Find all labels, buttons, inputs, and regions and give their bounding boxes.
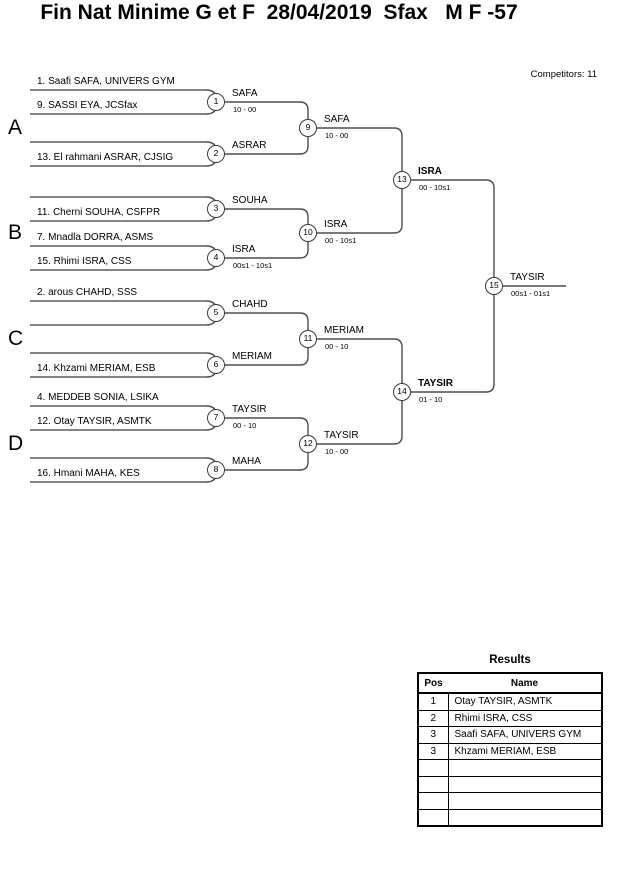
competitors-count: Competitors: 11 [530,69,597,80]
match-score: 01 - 10 [419,395,443,404]
match-circle: 10 [299,224,317,242]
match-circle: 1 [207,93,225,111]
winner-name: MAHA [232,456,261,467]
winner-name: ISRA [324,219,348,230]
table-row [417,792,603,810]
pos-cell [417,759,449,777]
name-cell: Otay TAYSIR, ASMTK [447,692,603,711]
match-score: 00 - 10 [325,342,349,351]
results-section: Results Pos Name 1 Otay TAYSIR, ASMTK 2 … [417,654,603,827]
table-row: 1 Otay TAYSIR, ASMTK [417,692,603,711]
group-label-b: B [8,221,23,244]
pos-cell [417,775,449,793]
entry-name: 13. El rahmani ASRAR, CJSIG [37,152,174,163]
results-title: Results [489,654,531,666]
match-score: 00s1 - 01s1 [511,289,551,298]
pos-cell [417,792,449,810]
winner-name: SOUHA [232,195,268,206]
page-title: Fin Nat Minime G et F 28/04/2019 Sfax M … [40,1,518,24]
match-score: 10 - 00 [233,105,257,114]
match-score: 00 - 10 [233,421,257,430]
group-label-d: D [8,432,24,455]
name-cell [447,792,603,810]
name-cell: Saafi SAFA, UNIVERS GYM [447,726,603,744]
match-circle: 9 [299,119,317,137]
results-table: Pos Name 1 Otay TAYSIR, ASMTK 2 Rhimi IS… [417,672,603,827]
pos-header: Pos [418,673,448,694]
table-row: 2 Rhimi ISRA, CSS [417,709,603,727]
winner-name: ASRAR [232,140,267,151]
match-circle: 6 [207,356,225,374]
winner-name: SAFA [324,114,350,125]
winner-name: TAYSIR [324,430,359,441]
entry-name: 2. arous CHAHD, SSS [37,287,138,298]
name-header: Name [448,673,602,694]
entry-name: 7. Mnadla DORRA, ASMS [37,232,154,243]
group-label-c: C [8,327,24,350]
winner-name: TAYSIR [232,404,267,415]
match-circle: 14 [393,383,411,401]
name-cell [447,759,603,777]
match-circle: 11 [299,330,317,348]
match-score: 00 - 10s1 [419,183,451,192]
match-circle: 2 [207,145,225,163]
winner-name: MERIAM [232,351,272,362]
entry-name: 9. SASSI EYA, JCSfax [37,100,138,111]
table-row [417,775,603,793]
match-score: 10 - 00 [325,447,349,456]
match-circle: 4 [207,249,225,267]
pos-cell: 1 [417,692,449,711]
pos-cell [417,808,449,827]
pos-cell: 2 [417,709,449,727]
winner-name: TAYSIR [418,378,454,389]
match-circle: 15 [485,277,503,295]
table-row [417,808,603,827]
match-score: 10 - 00 [325,131,349,140]
match-circle: 5 [207,304,225,322]
match-circle: 7 [207,409,225,427]
winner-name: ISRA [232,244,256,255]
match-circle: 13 [393,171,411,189]
results-header-row: Pos Name [418,673,602,694]
entry-name: 14. Khzami MERIAM, ESB [37,363,156,374]
match-score: 00 - 10s1 [325,236,357,245]
name-cell: Rhimi ISRA, CSS [447,709,603,727]
entry-name: 16. Hmani MAHA, KES [37,468,140,479]
match-circle: 8 [207,461,225,479]
entry-name: 12. Otay TAYSIR, ASMTK [37,416,152,427]
match-circle: 12 [299,435,317,453]
name-cell [447,775,603,793]
winner-name: MERIAM [324,325,364,336]
entry-name: 4. MEDDEB SONIA, LSIKA [37,392,159,403]
winner-name: ISRA [418,166,442,177]
group-label-a: A [8,116,23,139]
winner-name: TAYSIR [510,272,545,283]
winner-name: SAFA [232,88,258,99]
table-row: 3 Saafi SAFA, UNIVERS GYM [417,726,603,744]
pos-cell: 3 [417,726,449,744]
table-row: 3 Khzami MERIAM, ESB [417,742,603,760]
name-cell [447,808,603,827]
pos-cell: 3 [417,742,449,760]
entry-name: 15. Rhimi ISRA, CSS [37,256,132,267]
winner-name: CHAHD [232,299,268,310]
entry-name: 1. Saafi SAFA, UNIVERS GYM [37,76,175,87]
entry-name: 11. Cherni SOUHA, CSFPR [37,207,161,218]
match-circle: 3 [207,200,225,218]
table-row [417,759,603,777]
match-score: 00s1 - 10s1 [233,261,273,270]
name-cell: Khzami MERIAM, ESB [447,742,603,760]
